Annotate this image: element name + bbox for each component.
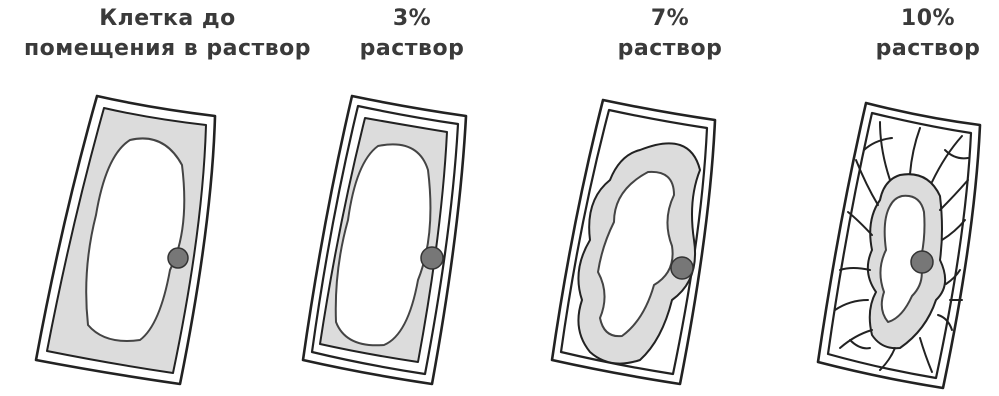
cell-3-percent — [303, 96, 466, 384]
nucleus — [168, 248, 188, 268]
hechtian-strand — [932, 136, 962, 182]
hechtian-strand — [848, 212, 872, 235]
hechtian-strand — [945, 150, 968, 158]
hechtian-strand — [864, 138, 892, 150]
cell-before — [36, 96, 215, 384]
hechtian-strand — [880, 348, 895, 370]
nucleus — [421, 247, 443, 269]
hechtian-strand — [910, 128, 920, 174]
hechtian-strand — [856, 160, 878, 205]
cell-10-percent — [818, 103, 980, 388]
nucleus — [671, 257, 693, 279]
hechtian-strand — [938, 315, 952, 330]
hechtian-strand — [840, 268, 870, 270]
nucleus — [911, 251, 933, 273]
hechtian-strand — [880, 122, 890, 180]
hechtian-strand — [940, 180, 968, 210]
hechtian-strand — [920, 338, 932, 372]
hechtian-strand — [850, 340, 870, 348]
hechtian-strand — [835, 300, 868, 310]
hechtian-strand — [946, 270, 960, 284]
cell-7-percent — [552, 100, 715, 384]
